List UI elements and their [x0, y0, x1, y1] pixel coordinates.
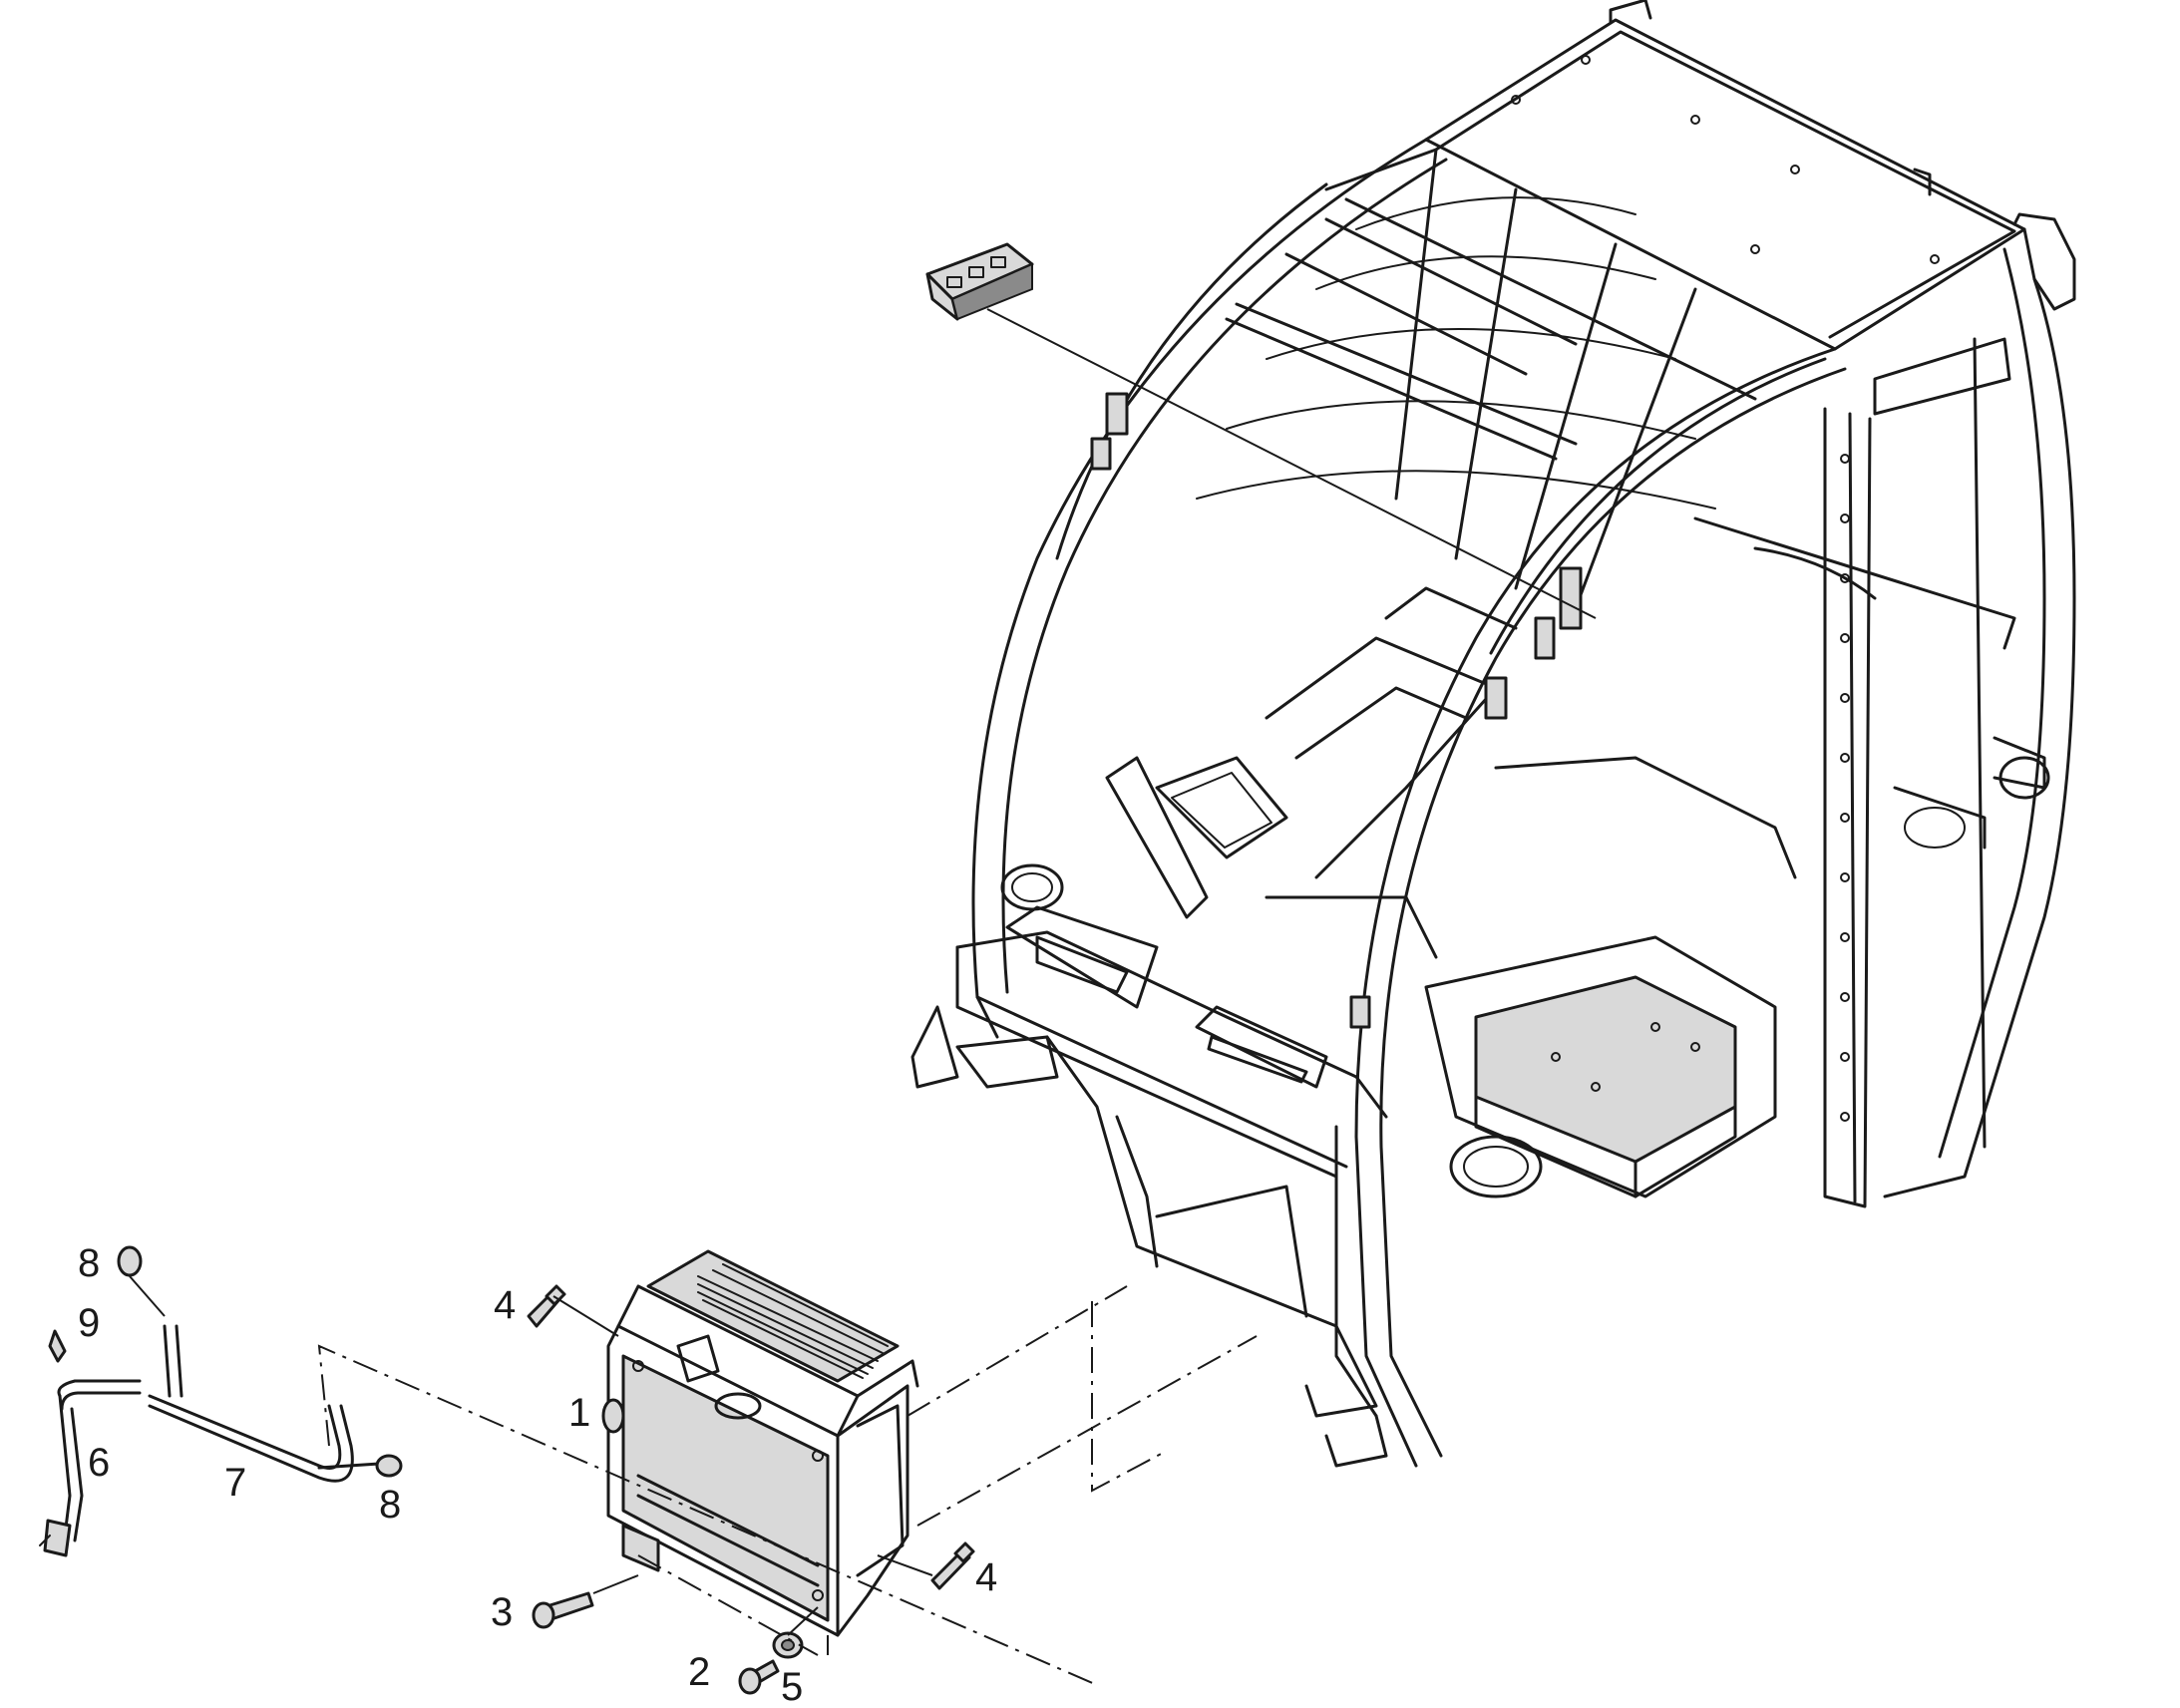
callout-2: 2 — [688, 1650, 710, 1694]
callout-8-right: 8 — [379, 1483, 401, 1527]
callout-5: 5 — [781, 1665, 803, 1708]
callout-7: 7 — [224, 1461, 246, 1505]
clip-9 — [48, 1329, 67, 1363]
clip-right — [930, 1541, 975, 1590]
callout-4-right: 4 — [975, 1555, 997, 1599]
assembly-lines — [129, 1275, 1258, 1686]
hose-upper — [163, 1324, 183, 1398]
hose-7 — [148, 1394, 386, 1483]
heater-unit — [601, 1249, 919, 1637]
cab-frame — [910, 0, 2076, 1468]
clamp-8-top — [117, 1245, 143, 1277]
callout-4-top: 4 — [494, 1283, 516, 1327]
callout-labels: 1 2 3 4 4 5 6 7 8 8 9 — [78, 1241, 997, 1708]
callout-3: 3 — [491, 1590, 513, 1634]
bolt-3 — [532, 1591, 594, 1629]
washer-5 — [772, 1631, 804, 1659]
hose-6 — [39, 1379, 142, 1557]
callout-1: 1 — [568, 1391, 590, 1435]
callout-6: 6 — [88, 1441, 110, 1485]
callout-9: 9 — [78, 1301, 100, 1345]
callout-8-top: 8 — [78, 1241, 100, 1285]
bolt-2 — [738, 1659, 780, 1695]
clip-top — [527, 1284, 566, 1328]
clamp-8-right — [375, 1454, 403, 1478]
roof-switch-panel — [925, 242, 1597, 619]
